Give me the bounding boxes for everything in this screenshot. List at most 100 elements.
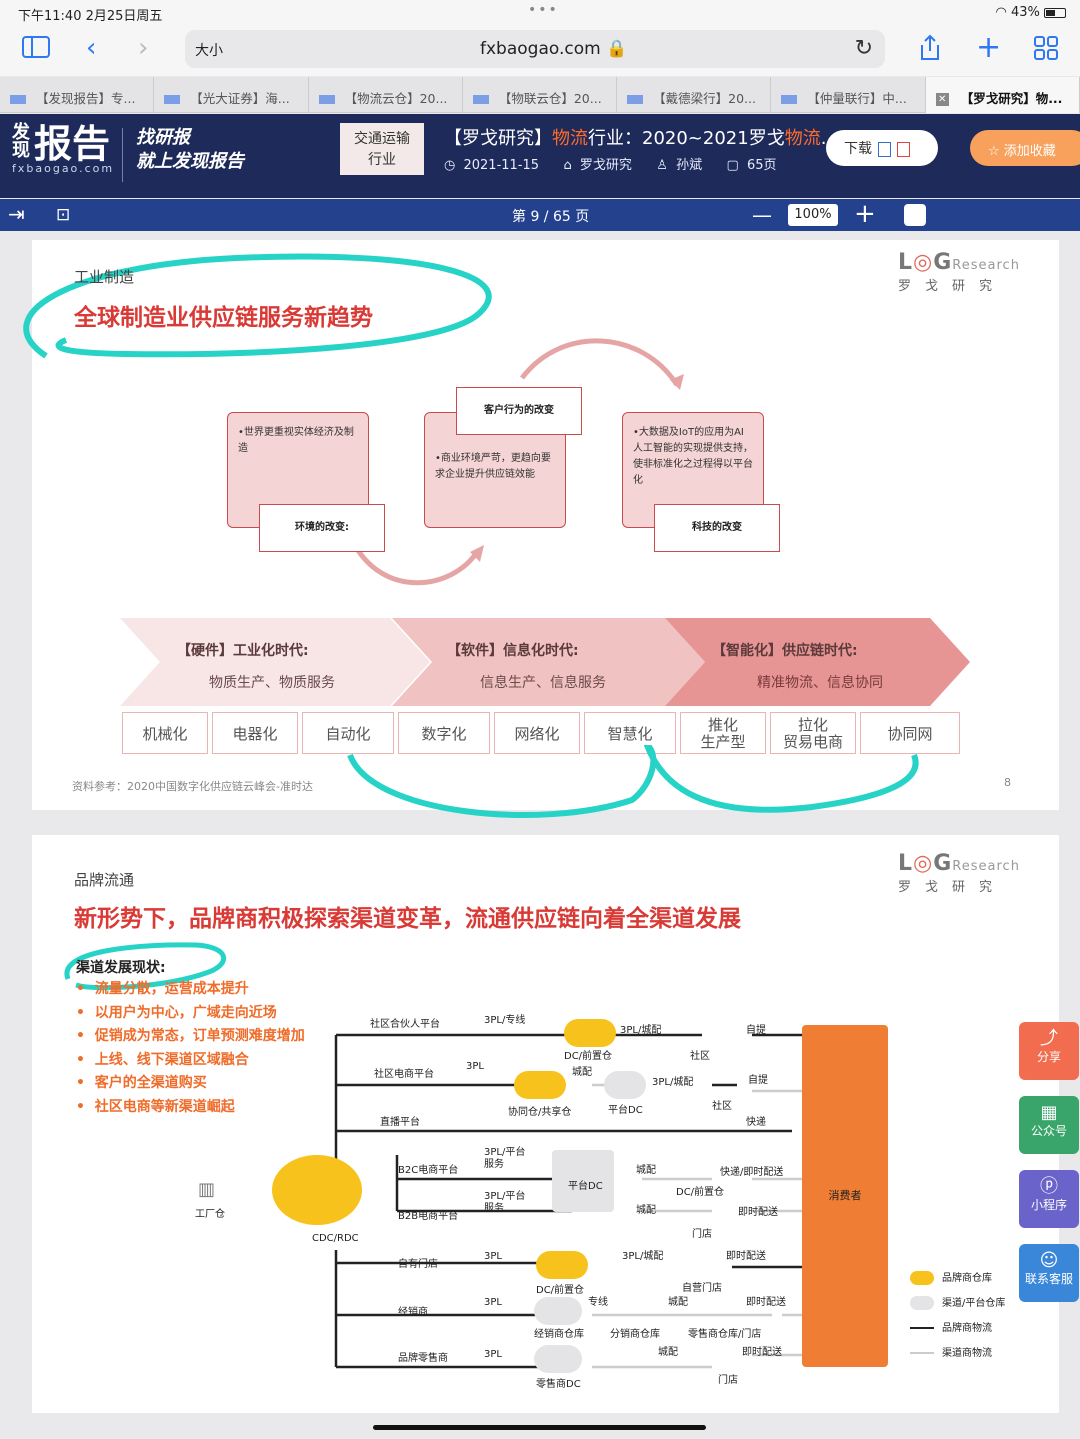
site-logo[interactable]: 发现报告 [12, 122, 111, 166]
era1-title: 【硬件】工业化时代: [177, 643, 309, 659]
favicon-icon [781, 95, 798, 104]
zoom-out-icon[interactable]: — [752, 203, 772, 227]
flow-label: 社区 [690, 1051, 710, 1062]
logr-logo: L◎GResearch 罗戈研究 [898, 250, 1020, 294]
doc-date: 2021-11-15 [463, 158, 540, 173]
home-indicator[interactable] [373, 1425, 706, 1430]
flow-label: 3PL/城配 [652, 1077, 694, 1088]
doc-pages: 65页 [746, 158, 777, 173]
flow-label: 平台DC [568, 1181, 603, 1192]
tab-label: 【发现报告】专... [36, 91, 136, 106]
wave-scribble [347, 745, 919, 818]
flow-label: 社区电商平台 [374, 1069, 434, 1080]
url-text[interactable]: fxbaogao.com 🔒 [480, 39, 628, 59]
address-bar[interactable]: 大小 fxbaogao.com 🔒 ↻ [185, 30, 885, 68]
tab-label: 【物流云仓】20... [344, 91, 448, 106]
logo-main-text: 报告 [34, 122, 111, 166]
favicon-icon [472, 95, 489, 104]
zoom-in-icon[interactable]: + [854, 199, 876, 229]
source-note: 资料参考：2020中国数字化供应链云峰会-准时达 [72, 780, 313, 793]
cycle-arrows [349, 338, 684, 586]
tab-label: 【仲量联行】中... [807, 91, 907, 106]
add-favorite-button[interactable]: ☆ 添加收藏 [970, 130, 1080, 166]
zoom-level[interactable]: 100% [788, 204, 838, 226]
flow-label: 即时配送 [746, 1297, 786, 1308]
fullscreen-icon[interactable] [904, 204, 926, 226]
flow-label: 专线 [588, 1297, 608, 1308]
flow-label: 快递/即时配送 [720, 1167, 784, 1178]
pdf-file-icon[interactable] [897, 141, 910, 157]
tab-overview-icon[interactable] [1034, 36, 1058, 64]
document-meta: ◷ 2021-11-15 ⌂ 罗戈研究 ♙ 孙斌 ▢ 65页 [444, 154, 776, 173]
tab-item[interactable]: 【物流云仓】20... [309, 77, 463, 113]
flow-label: 自提 [748, 1075, 768, 1086]
stage-chip: 推化生产型 [680, 712, 766, 754]
flow-label: 零售商DC [536, 1379, 581, 1390]
dealer-warehouse-node [534, 1297, 582, 1325]
expand-sidebar-icon[interactable]: ⇥ [8, 202, 25, 226]
factory-icon: ▥ [198, 1179, 216, 1200]
reload-icon[interactable]: ↻ [854, 36, 873, 61]
category-tag[interactable]: 交通运输行业 [340, 123, 424, 175]
flow-label: 社区合伙人平台 [370, 1019, 440, 1030]
close-tab-icon[interactable]: ✕ [935, 93, 949, 106]
flow-label: 城配 [572, 1067, 592, 1078]
wechat-official-button[interactable]: ▦公众号 [1019, 1096, 1079, 1154]
forward-icon[interactable]: › [138, 33, 149, 63]
status-heading: 渠道发展现状: [76, 960, 166, 976]
pages-icon: ▢ [726, 158, 739, 173]
status-scribble [64, 942, 227, 991]
customer-service-button[interactable]: ☺联系客服 [1019, 1244, 1079, 1302]
tab-item[interactable]: 【发现报告】专... [0, 77, 155, 113]
legend-item: 渠道商物流 [910, 1344, 1005, 1369]
logo-domain: fxbaogao.com [12, 162, 115, 175]
tab-item[interactable]: 【物联云仓】20... [463, 77, 618, 113]
label-technology: 科技的改变 [654, 504, 780, 552]
retailer-dc-node [534, 1345, 582, 1373]
wifi-icon: ◠ [995, 5, 1007, 20]
tab-item[interactable]: 【仲量联行】中... [771, 77, 926, 113]
share-button[interactable]: ⤴分享 [1019, 1022, 1079, 1080]
flow-label: 即时配送 [742, 1347, 782, 1358]
site-header: 发现报告 fxbaogao.com 找研报就上发现报告 交通运输行业 【罗戈研究… [0, 114, 1080, 198]
mini-program-icon: ⓟ [1040, 1176, 1058, 1197]
flow-label: DC/前置仓 [536, 1285, 585, 1296]
flow-label: 自营门店 [682, 1283, 722, 1294]
sidebar-icon[interactable] [22, 36, 50, 63]
status-time: 下午11:40 2月25日周五 [18, 9, 163, 24]
new-tab-icon[interactable]: + [976, 30, 1002, 65]
flow-label: 3PL [484, 1297, 502, 1308]
highlight-scribble [23, 253, 492, 359]
chat-icon: ☺ [1039, 1250, 1059, 1271]
lock-icon[interactable]: ⊡ [56, 205, 71, 225]
text-size-button[interactable]: 大小 [195, 43, 223, 59]
flow-label: 协同仓/共享仓 [508, 1107, 572, 1118]
share-icon[interactable] [918, 34, 942, 66]
flow-label: 社区 [712, 1101, 732, 1112]
flow-label: 3PL/平台服务 [484, 1147, 526, 1170]
doc-org[interactable]: 罗戈研究 [579, 158, 632, 173]
era-bands [120, 618, 970, 706]
tab-item[interactable]: 【戴德梁行】20... [617, 77, 772, 113]
flow-label: 城配 [668, 1297, 688, 1308]
label-environment: 环境的改变: [259, 504, 385, 552]
flow-label: 平台DC [608, 1105, 643, 1116]
tab-item-active[interactable]: ✕ 【罗戈研究】物... [925, 77, 1080, 113]
era2-sub: 信息生产、信息服务 [480, 675, 606, 691]
back-icon[interactable]: ‹ [86, 33, 97, 63]
flow-label: B2B电商平台 [398, 1211, 459, 1222]
word-file-icon[interactable] [878, 141, 891, 157]
flow-label: 3PL [484, 1251, 502, 1262]
download-button[interactable]: 下载 [826, 130, 938, 166]
bullet-item: • 客户的全渠道购买 [76, 1075, 207, 1091]
slide-title: 新形势下，品牌商积极探索渠道变革，流通供应链向着全渠道发展 [74, 906, 741, 932]
doc-author[interactable]: 孙斌 [676, 158, 703, 173]
multitask-dots[interactable]: ••• [528, 2, 559, 18]
org-icon: ⌂ [563, 158, 572, 173]
flow-label: 门店 [718, 1375, 738, 1386]
tab-label: 【罗戈研究】物... [960, 91, 1063, 106]
flow-label: 3PL/专线 [484, 1015, 526, 1026]
tab-item[interactable]: 【光大证券】海... [154, 77, 309, 113]
battery-icon [1044, 7, 1066, 18]
